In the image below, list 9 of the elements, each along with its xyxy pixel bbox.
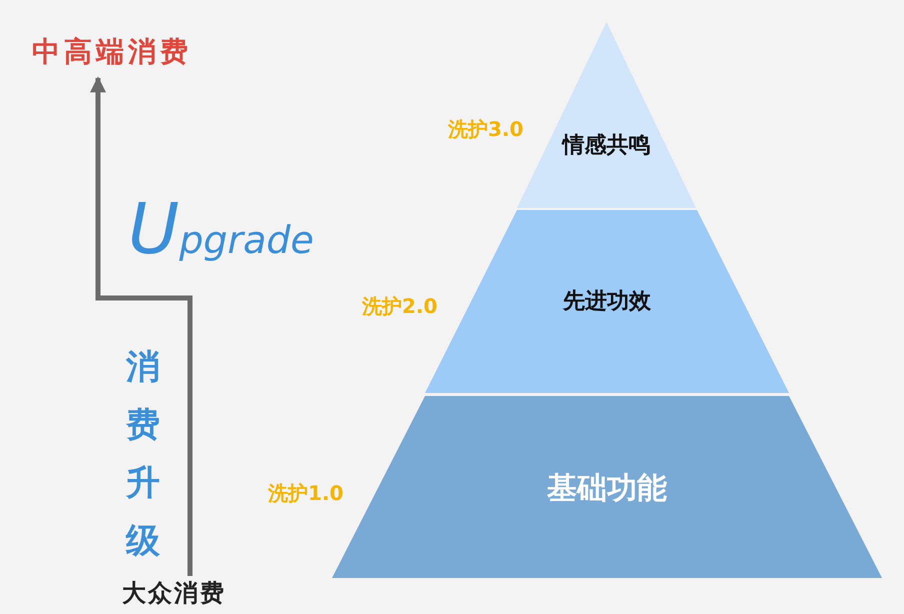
arrow [90, 76, 192, 576]
tier-level-label: 洗护3.0 [448, 116, 524, 143]
level-label: 大众消费 [104, 576, 244, 610]
upgrade-label: Upgrade [128, 188, 314, 270]
tier-text: 情感共鸣 [560, 132, 652, 160]
level-label: 中高端消费 [14, 32, 210, 72]
vertical-label: 消费升级 [124, 346, 161, 563]
tier-level-label: 洗护1.0 [268, 480, 344, 507]
tier-level-label: 洗护2.0 [362, 293, 438, 320]
